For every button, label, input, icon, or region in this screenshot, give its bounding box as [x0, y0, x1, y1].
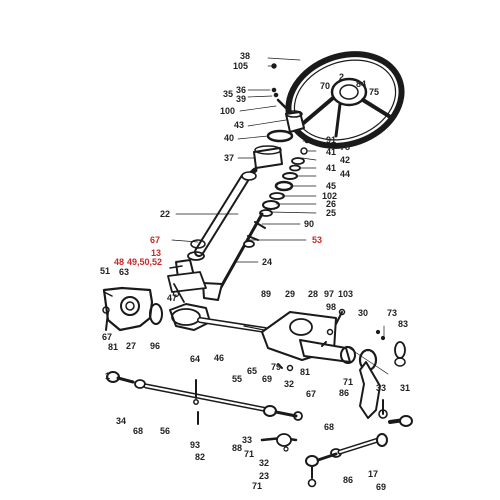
callout-64: 64: [190, 354, 201, 364]
callout-43: 43: [234, 120, 245, 130]
callout-25: 25: [326, 208, 337, 218]
left-tie-rod: [106, 371, 303, 425]
callout-75: 75: [369, 87, 380, 97]
callout-86-lower: 86: [343, 475, 354, 485]
callout-44: 44: [340, 169, 351, 179]
callout-33-upper: 33: [376, 383, 387, 393]
callout-56: 56: [160, 426, 171, 436]
callout-39: 39: [236, 94, 247, 104]
callout-30: 30: [358, 308, 369, 318]
callout-102: 102: [322, 191, 338, 201]
callout-68-left: 68: [133, 426, 144, 436]
callout-71-mid: 71: [244, 449, 255, 459]
callout-71-lower: 71: [252, 481, 263, 491]
callout-28: 28: [308, 289, 319, 299]
callout-63: 63: [119, 267, 130, 277]
callout-79: 79: [271, 362, 282, 372]
callout-41a: 41: [326, 147, 337, 157]
callout-69-upper: 69: [262, 374, 273, 384]
callout-46: 46: [214, 353, 225, 363]
callout-37: 37: [224, 153, 235, 163]
callout-45: 45: [326, 181, 337, 191]
idler-arm: [358, 329, 406, 419]
callout-24: 24: [262, 257, 273, 267]
callout-67-left: 67: [102, 332, 113, 342]
callout-84: 84: [356, 79, 367, 89]
callout-86-upper: 86: [339, 388, 350, 398]
callout-93: 93: [190, 440, 201, 450]
callout-22: 22: [160, 209, 171, 219]
callout-17: 17: [368, 469, 379, 479]
callout-82: 82: [195, 452, 206, 462]
column-bracket: [167, 239, 207, 303]
callout-78: 78: [340, 142, 351, 152]
callout-2: 2: [339, 72, 345, 82]
callout-47: 47: [167, 293, 178, 303]
callout-34: 34: [116, 416, 127, 426]
callout-29: 29: [285, 289, 296, 299]
callout-31: 31: [400, 383, 411, 393]
callout-36: 36: [236, 85, 247, 95]
callout-103: 103: [338, 289, 354, 299]
callout-97: 97: [324, 289, 335, 299]
callout-81-center: 81: [300, 367, 311, 377]
callout-69-lower: 69: [376, 482, 387, 492]
callout-41b: 41: [326, 163, 337, 173]
callout-26: 26: [326, 199, 337, 209]
steering-box: [102, 286, 163, 332]
center-link-parts: [260, 433, 298, 452]
callout-48: 48: [114, 257, 125, 267]
callout-90: 90: [304, 219, 315, 229]
callout-81-left: 81: [108, 342, 119, 352]
callout-1: 1: [105, 371, 111, 381]
callout-67-center: 67: [306, 389, 317, 399]
steering-column: [194, 167, 266, 301]
callout-27: 27: [126, 341, 137, 351]
callout-98: 98: [326, 302, 337, 312]
callout-89: 89: [261, 289, 272, 299]
callout-55: 55: [232, 374, 243, 384]
callout-83: 83: [398, 319, 409, 329]
callout-51: 51: [100, 266, 111, 276]
callout-68-right: 68: [324, 422, 335, 432]
leader-lines: [171, 57, 389, 375]
sector-shaft: [169, 303, 271, 334]
callout-38: 38: [240, 51, 251, 61]
callout-53: 53: [312, 235, 323, 245]
callout-32-upper: 32: [284, 379, 295, 389]
column-upper-parts: [253, 63, 305, 169]
callout-33-lower: 33: [242, 435, 253, 445]
callout-71-upper: 71: [343, 377, 354, 387]
idler-housing: [261, 308, 356, 372]
callout-32-lower: 32: [259, 458, 270, 468]
column-right-stack: [259, 138, 310, 217]
callout-42: 42: [340, 155, 351, 165]
callout-91: 91: [326, 135, 337, 145]
callout-73: 73: [387, 308, 398, 318]
callout-65: 65: [247, 366, 258, 376]
callout-100: 100: [220, 106, 236, 116]
callout-13: 13: [151, 248, 162, 258]
right-tie-rod-end: [378, 399, 413, 427]
callout-23: 23: [259, 471, 270, 481]
callout-88: 88: [232, 443, 243, 453]
callout-70: 70: [320, 81, 331, 91]
callout-96: 96: [150, 341, 161, 351]
callout-49-50-52: 49,50,52: [127, 257, 163, 267]
lower-right-tie-rod: [305, 433, 388, 488]
callout-40: 40: [224, 133, 235, 143]
callout-67-upper: 67: [150, 235, 161, 245]
callout-105: 105: [233, 61, 249, 71]
callout-35: 35: [223, 89, 234, 99]
